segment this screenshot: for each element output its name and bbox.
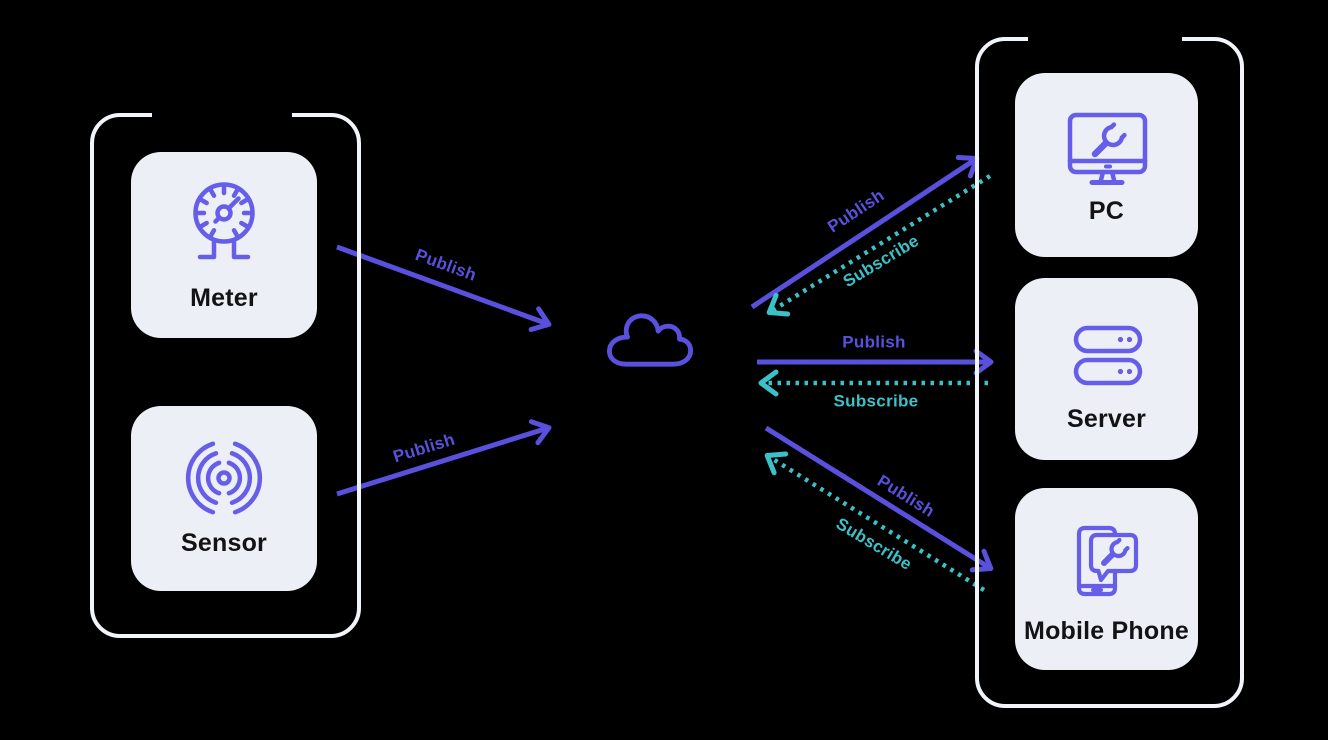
server-label: Server (1066, 404, 1147, 433)
cloud-icon (606, 313, 694, 367)
server-rack-icon (1073, 325, 1142, 385)
publishers-group-border-gap (152, 111, 292, 123)
server-card: Server (1015, 278, 1198, 460)
server-publish-label: Publish (842, 332, 906, 352)
pc-wrench-icon (1067, 112, 1147, 185)
pc-publish-arrow (750, 155, 980, 310)
meter-publish-arrow (336, 244, 552, 333)
gauge-icon (193, 181, 255, 259)
mobile-phone-card: Mobile Phone (1015, 488, 1198, 670)
mobile-wrench-icon (1076, 525, 1138, 597)
sensor-waves-icon (185, 441, 263, 515)
sensor-label: Sensor (181, 529, 267, 557)
meter-label: Meter (190, 283, 258, 312)
pc-label: PC (1088, 196, 1125, 225)
mobile-publish-arrow (764, 425, 994, 573)
server-subscribe-label: Subscribe (833, 391, 919, 411)
pc-subscribe-arrow (766, 174, 992, 317)
sensor-publish-arrow (336, 419, 552, 497)
mobile-phone-label: Mobile Phone (1024, 617, 1189, 645)
sensor-card: Sensor (131, 406, 317, 591)
pc-card: PC (1015, 73, 1198, 257)
subscribers-group-border-gap (1028, 35, 1182, 47)
mobile-subscribe-arrow (764, 451, 986, 592)
publishers-group (90, 111, 361, 638)
subscribers-group (975, 35, 1244, 708)
meter-card: Meter (131, 152, 317, 338)
